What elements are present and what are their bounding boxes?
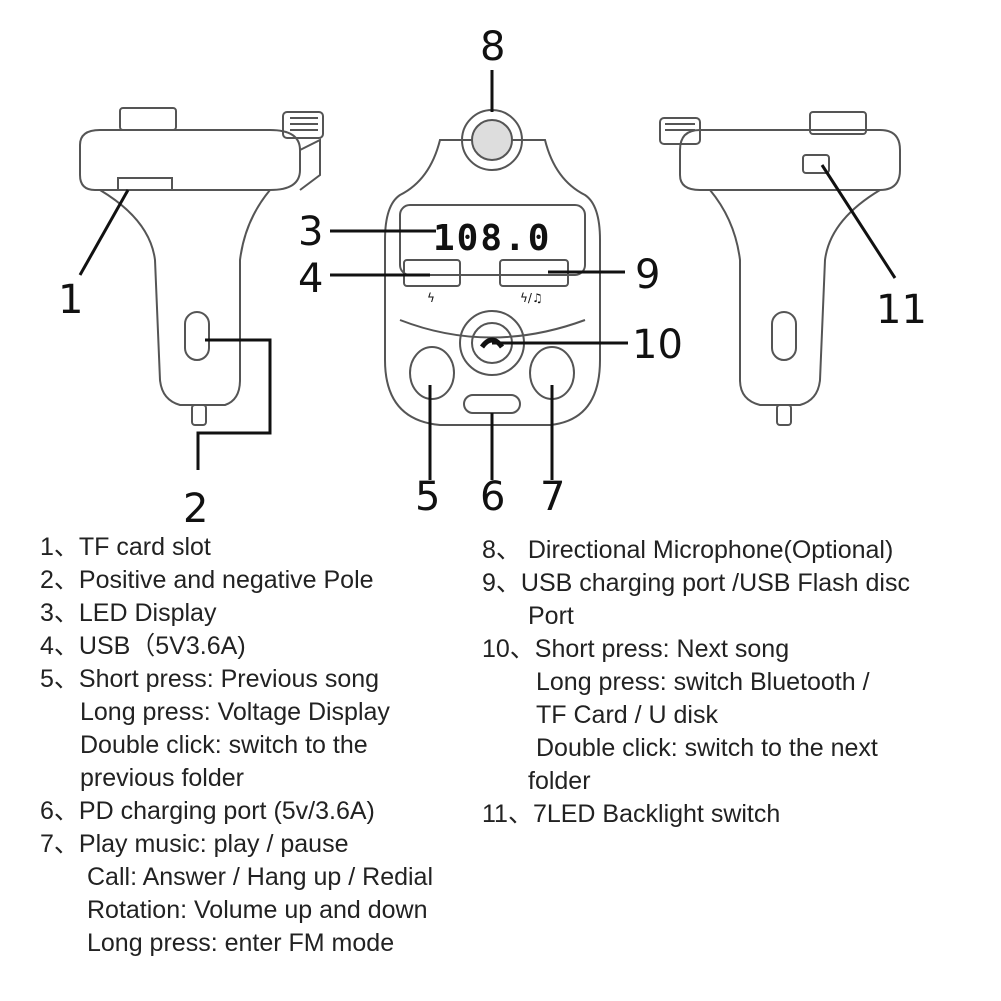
legend-line: Double click: switch to the next — [536, 734, 878, 762]
callout-5: 5 — [415, 474, 440, 520]
plug-body-right — [709, 189, 881, 406]
callout-10: 10 — [632, 322, 683, 368]
legend-line: 3、LED Display — [40, 599, 217, 627]
callout-7: 7 — [540, 474, 565, 520]
callout-8: 8 — [480, 24, 505, 70]
legend-line: 11、7LED Backlight switch — [482, 800, 781, 828]
plug-body — [99, 189, 271, 406]
display-panel — [399, 204, 586, 276]
legend-item-1: 1、TF card slot — [40, 531, 500, 564]
legend-item-9: 9、USB charging port /USB Flash disc Port — [482, 567, 992, 633]
pd-port — [463, 394, 521, 414]
product-diagram: 108.0 ϟ ϟ/♫ 1 2 3 4 5 6 7 8 9 10 11 — [58, 24, 927, 530]
legend-line: Long press: enter FM mode — [87, 929, 395, 957]
legend-item-2: 2、Positive and negative Pole — [40, 564, 500, 597]
prev-button — [409, 346, 455, 400]
mic-head-side — [282, 111, 324, 139]
legend-line: Rotation: Volume up and down — [87, 896, 428, 924]
tip-contact-right — [776, 404, 792, 426]
pole-contact — [184, 311, 210, 361]
callout-1: 1 — [58, 277, 83, 323]
rotary-knob — [119, 107, 177, 131]
rotary-knob-right — [809, 111, 867, 135]
callout-4: 4 — [298, 256, 323, 302]
legend-line: 10、Short press: Next song — [482, 635, 790, 663]
tip-contact — [191, 404, 207, 426]
legend-item-8: 8、 Directional Microphone(Optional) — [482, 534, 992, 567]
legend-line: previous folder — [80, 764, 244, 792]
callout-3: 3 — [298, 209, 323, 255]
legend-item-10: 10、Short press: Next song Long press: sw… — [482, 633, 992, 798]
legend-item-6: 6、PD charging port (5v/3.6A) — [40, 795, 500, 828]
callout-11: 11 — [876, 287, 927, 333]
left-side-view — [79, 107, 324, 426]
legend-item-11: 11、7LED Backlight switch — [482, 798, 992, 831]
legend-line: 4、USB（5V3.6A) — [40, 632, 246, 660]
legend-item-4: 4、USB（5V3.6A) — [40, 630, 500, 663]
mic-head-side-right — [659, 117, 701, 145]
right-side-view — [659, 111, 901, 426]
legend-line: 6、PD charging port (5v/3.6A) — [40, 797, 375, 825]
legend-line: 5、Short press: Previous song — [40, 665, 380, 693]
device-body — [384, 139, 601, 426]
device-head — [79, 129, 301, 191]
usb-left-icon: ϟ — [427, 291, 435, 305]
usb-right-icon: ϟ/♫ — [520, 291, 543, 305]
phone-icon — [479, 337, 505, 349]
legend-line: TF Card / U disk — [536, 701, 718, 729]
legend-item-3: 3、LED Display — [40, 597, 500, 630]
legend-line: Double click: switch to the — [80, 731, 368, 759]
tf-card-slot — [117, 177, 173, 191]
lcd-readout: 108.0 — [433, 218, 551, 259]
legend-line: 8、 Directional Microphone(Optional) — [482, 536, 894, 564]
backlight-switch — [802, 154, 830, 174]
legend-left: 1、TF card slot 2、Positive and negative P… — [40, 531, 500, 960]
legend-line: Call: Answer / Hang up / Redial — [87, 863, 434, 891]
usb-port-left — [403, 259, 461, 287]
leader-lines — [78, 70, 897, 480]
callout-9: 9 — [635, 252, 660, 298]
legend-line: folder — [528, 767, 591, 795]
front-view — [384, 109, 601, 426]
mic-neck — [299, 138, 321, 191]
panel-divider — [399, 319, 586, 339]
callout-2: 2 — [183, 486, 208, 530]
legend-right: 8、 Directional Microphone(Optional) 9、US… — [482, 534, 992, 831]
legend-line: 1、TF card slot — [40, 533, 211, 561]
callout-6: 6 — [480, 474, 505, 520]
device-head-right — [679, 129, 901, 191]
legend-line: Long press: Voltage Display — [80, 698, 390, 726]
pole-contact-right — [771, 311, 797, 361]
leader-11 — [820, 164, 897, 279]
legend-line: 2、Positive and negative Pole — [40, 566, 374, 594]
legend-line: Long press: switch Bluetooth / — [536, 668, 870, 696]
legend-item-5: 5、Short press: Previous song Long press:… — [40, 663, 500, 795]
legend-line: 9、USB charging port /USB Flash disc — [482, 569, 910, 597]
leader-1 — [78, 189, 130, 276]
legend-line: Port — [528, 602, 574, 630]
leader-2 — [196, 338, 272, 470]
legend-item-7: 7、Play music: play / pause Call: Answer … — [40, 828, 500, 960]
legend-line: 7、Play music: play / pause — [40, 830, 349, 858]
